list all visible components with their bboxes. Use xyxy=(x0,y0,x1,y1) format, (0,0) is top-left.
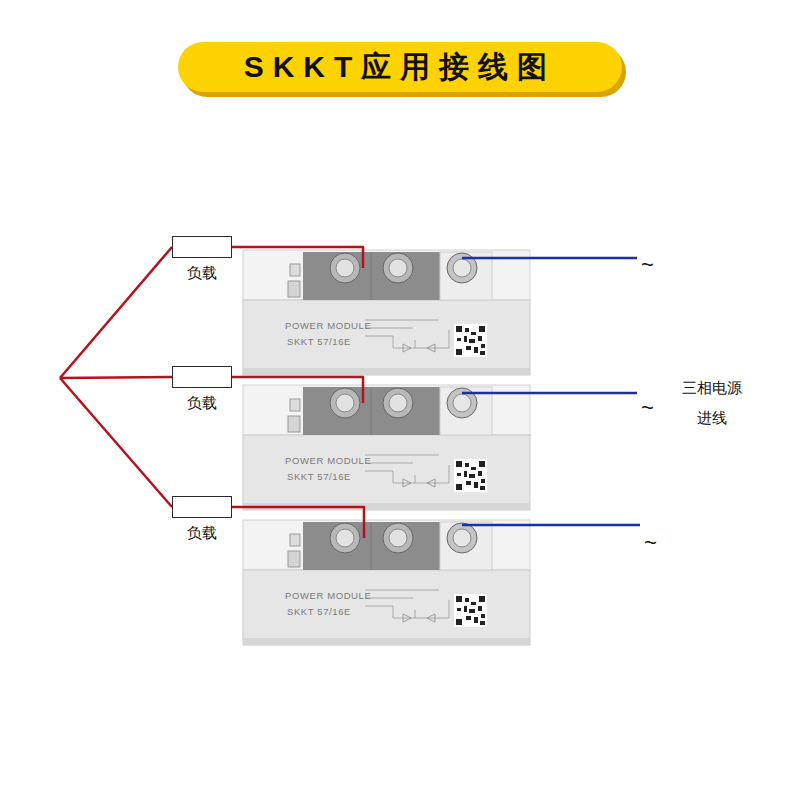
phase-wires xyxy=(462,258,640,525)
red-wire xyxy=(60,247,172,378)
blue-wire xyxy=(462,257,637,260)
supply-wires xyxy=(60,247,172,507)
power-module xyxy=(243,520,530,645)
power-module-label: POWER MODULE SKKT 57/16E xyxy=(243,538,530,645)
title-text: SKKT应用接线图 xyxy=(244,47,557,88)
module-marking: SKKT 57/16E xyxy=(287,471,351,482)
ac-symbol: ~ xyxy=(641,397,654,419)
power-module xyxy=(243,385,530,510)
ac-symbol: ~ xyxy=(644,532,657,554)
supply-label: 三相电源 进线 xyxy=(679,373,745,433)
power-module xyxy=(243,250,530,375)
blue-wire xyxy=(462,524,640,527)
red-wire xyxy=(60,378,172,507)
load-box: 负载 xyxy=(172,496,232,518)
load-label: 负载 xyxy=(187,524,217,543)
load-wire xyxy=(232,377,363,403)
module-marking: POWER MODULE xyxy=(285,320,371,331)
power-module-label: POWER MODULE SKKT 57/16E xyxy=(243,268,530,375)
power-module-label: POWER MODULE SKKT 57/16E xyxy=(243,403,530,510)
load-label: 负载 xyxy=(187,264,217,283)
module-marking: POWER MODULE xyxy=(285,455,371,466)
red-wire xyxy=(60,377,172,378)
load-box: 负载 xyxy=(172,236,232,258)
module-marking: SKKT 57/16E xyxy=(287,336,351,347)
module-marking: SKKT 57/16E xyxy=(287,606,351,617)
load-box: 负载 xyxy=(172,366,232,388)
module-marking: POWER MODULE xyxy=(285,590,371,601)
load-wire xyxy=(232,247,363,268)
title-banner: SKKT应用接线图 xyxy=(178,42,622,92)
load-wire xyxy=(232,507,364,538)
ac-symbol: ~ xyxy=(641,254,654,276)
blue-wire xyxy=(462,392,637,395)
load-label: 负载 xyxy=(187,394,217,413)
